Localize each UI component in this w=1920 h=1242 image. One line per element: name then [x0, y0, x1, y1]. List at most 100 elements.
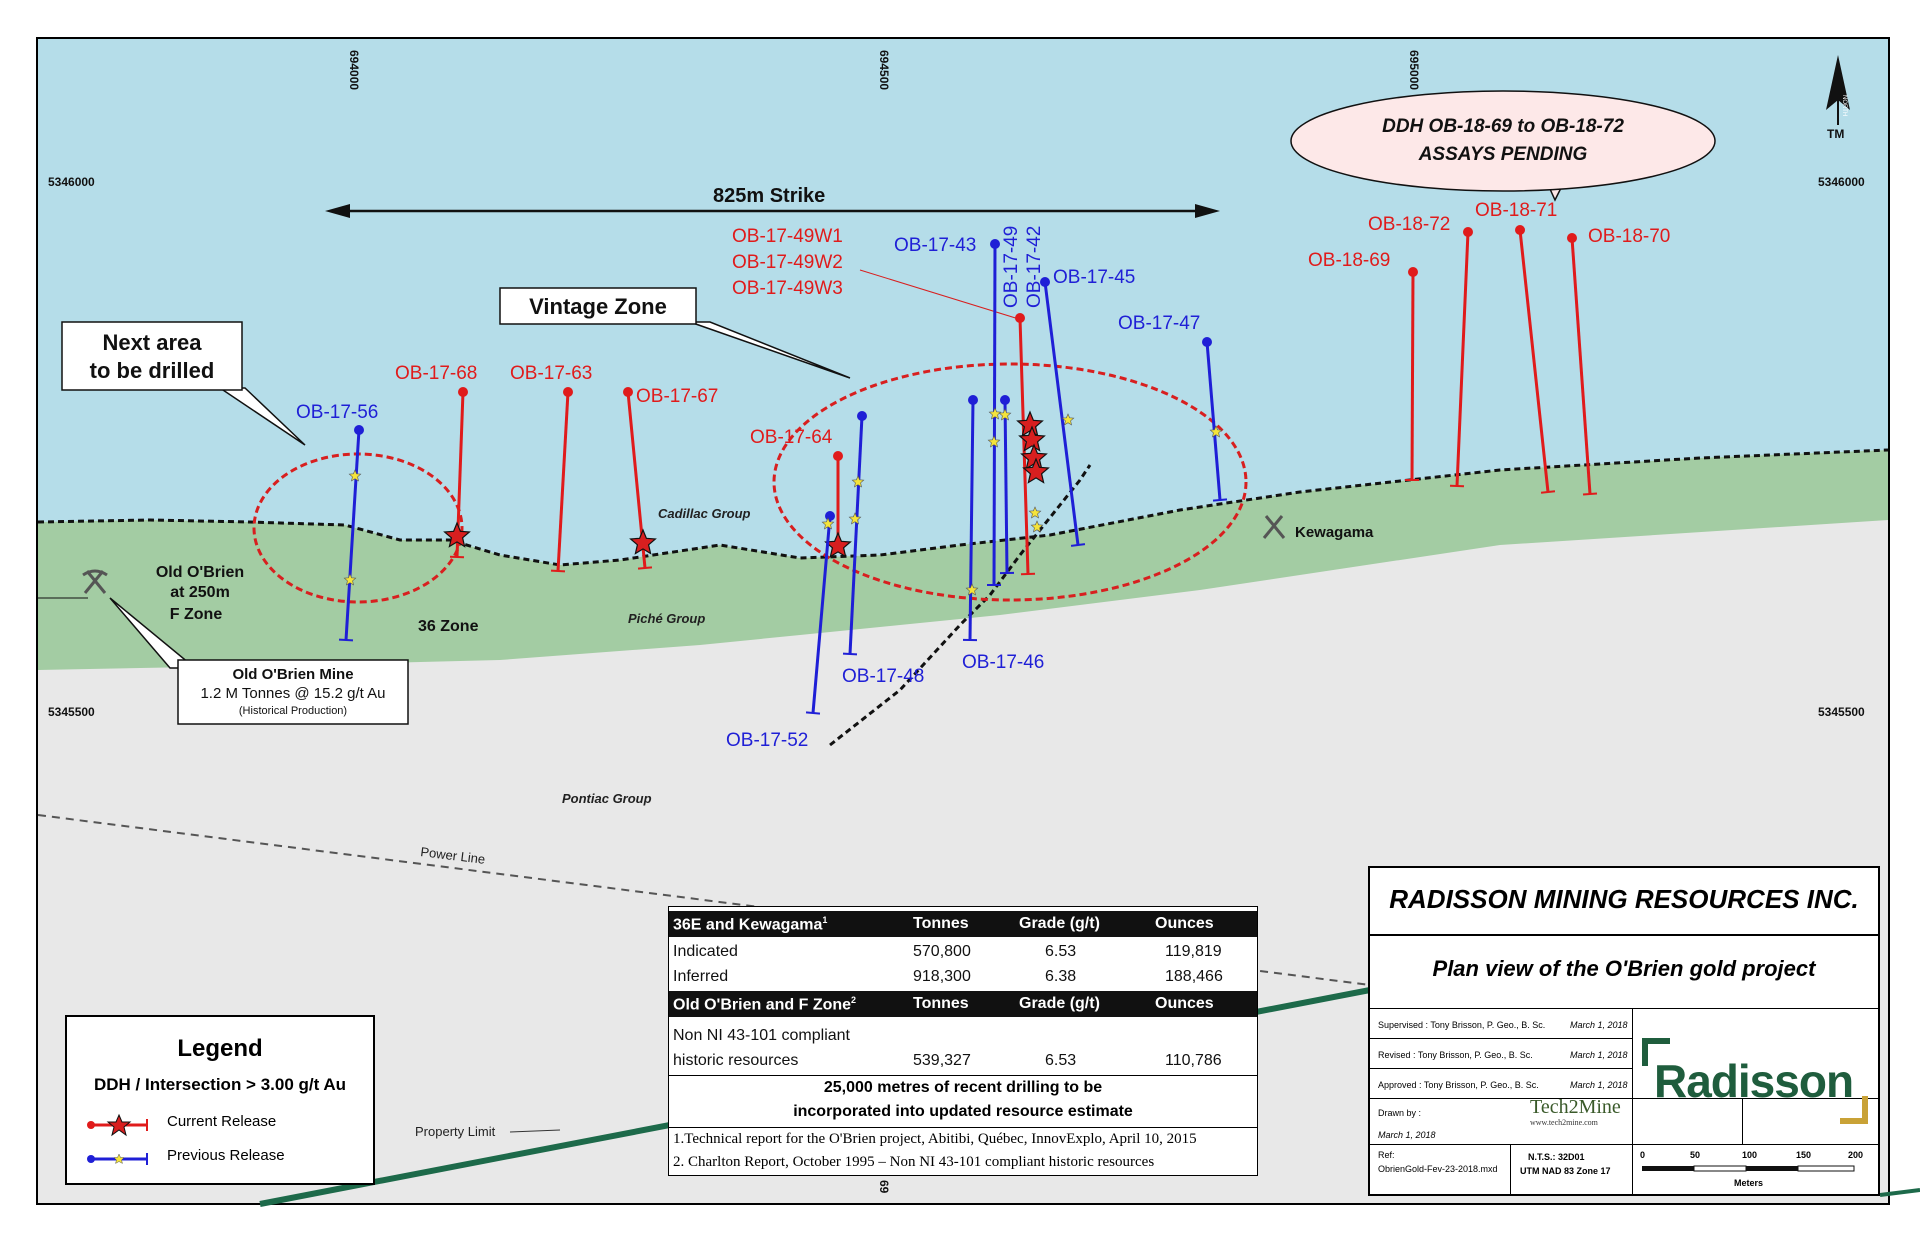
mine-box-line3: (Historical Production) — [239, 705, 347, 717]
hole-label-ob-17-47: OB-17-47 — [1118, 313, 1200, 334]
previous-intersection-star-ob-17-48-1 — [848, 512, 862, 525]
hole-label-ob-17-52: OB-17-52 — [726, 730, 808, 751]
drill-collar-ob-17-56 — [354, 425, 364, 435]
legend-current-label: Current Release — [167, 1113, 277, 1130]
hole-label-ob-17-68: OB-17-68 — [395, 363, 477, 384]
header1-ounces: Ounces — [1155, 915, 1214, 932]
resources-header-1: 36E and Kewagama1 Tonnes Grade (g/t) Oun… — [669, 911, 1257, 937]
drill-hole-ob-17-68 — [443, 387, 471, 559]
property-limit-pointer — [509, 1129, 561, 1133]
header1-group: 36E and Kewagama1 — [673, 915, 828, 934]
drawn-date: March 1, 2018 — [1378, 1130, 1436, 1140]
resources-row-inferred: Inferred 918,300 6.38 188,466 — [673, 968, 1223, 985]
plan-title: Plan view of the O'Brien gold project — [1432, 956, 1816, 981]
hole-label-ob-17-42: OB-17-42 — [1024, 226, 1045, 308]
hole-label-ob-18-70: OB-18-70 — [1588, 226, 1670, 247]
drill-end-ob-17-67 — [637, 566, 653, 570]
legend-current-row: Current Release — [87, 1113, 276, 1141]
property-limit-label: Property Limit — [415, 1124, 496, 1139]
resources-note-2: incorporated into updated resource estim… — [793, 1103, 1133, 1120]
previous-intersection-star-ob-17-56-0 — [348, 469, 362, 482]
mine-box-title: Old O'Brien Mine — [232, 666, 353, 683]
previous-intersection-star-ob-17-43-1 — [987, 435, 1001, 448]
legend-previous-label: Previous Release — [167, 1147, 285, 1164]
approved-date: March 1, 2018 — [1570, 1080, 1628, 1090]
previous-intersection-star-ob-17-56-1 — [343, 573, 357, 586]
drill-collar-ob-18-69 — [1408, 267, 1418, 277]
drill-end-ob-17-63 — [550, 569, 566, 573]
hole-label-ob-17-64: OB-17-64 — [750, 427, 833, 448]
pickaxe-icon — [82, 569, 108, 594]
current-release-symbol — [87, 1113, 148, 1137]
pontiac-group-label: Pontiac Group — [562, 791, 652, 806]
drill-collar-ob-18-70 — [1567, 233, 1577, 243]
current-intersection-star-ob-17-67-0 — [629, 528, 657, 555]
header2-ounces: Ounces — [1155, 995, 1214, 1012]
drill-hole-ob-17-46 — [998, 395, 1015, 575]
header1-grade: Grade (g/t) — [1019, 915, 1100, 932]
pending-line1: DDH OB-18-69 to OB-18-72 — [1382, 116, 1624, 137]
drill-hole-ob-17-56 — [338, 425, 364, 642]
drill-hole-ob-17-48 — [842, 411, 867, 656]
cadillac-group-label: Cadillac Group — [658, 506, 751, 521]
revised-by: Revised : Tony Brisson, P. Geo., B. Sc. — [1378, 1050, 1533, 1060]
drill-collar-ob-17-68 — [458, 387, 468, 397]
drill-end-ob-17-48 — [842, 652, 858, 656]
hole-label-ob-18-72: OB-18-72 — [1368, 214, 1450, 235]
old-obrien-line2: at 250m — [170, 584, 230, 601]
utm-label: UTM NAD 83 Zone 17 — [1520, 1166, 1611, 1176]
hole-label-ob-17-49w3: OB-17-49W3 — [732, 278, 843, 299]
resources-row-historic: historic resources 539,327 6.53 110,786 — [673, 1052, 1222, 1069]
svg-text:50: 50 — [1690, 1150, 1700, 1160]
drill-trace-ob-17-45 — [1205, 341, 1222, 501]
svg-text:Meters: Meters — [1734, 1178, 1763, 1188]
drill-collar-ob-17-64 — [833, 451, 843, 461]
piche-group-label: Piché Group — [628, 611, 705, 626]
svg-text:150: 150 — [1796, 1150, 1811, 1160]
drill-hole-ob-17-52 — [805, 511, 835, 715]
easting-label-bottom: 69 — [877, 1180, 891, 1194]
drill-collar-ob-17-63 — [563, 387, 573, 397]
strike-arrow — [325, 204, 1220, 218]
northing-label-left-top: 5346000 — [48, 175, 95, 189]
strike-label: 825m Strike — [713, 185, 825, 207]
drill-collar-ob-17-49w — [1015, 313, 1025, 323]
drill-hole-ob-18-69 — [1404, 267, 1420, 482]
drill-holes — [338, 225, 1598, 715]
resources-table: 36E and Kewagama1 Tonnes Grade (g/t) Oun… — [668, 906, 1258, 1176]
current-intersection-star-ob-17-68-0 — [443, 521, 471, 548]
drill-collar-ob-17-49 — [968, 395, 978, 405]
next-area-line1: Next area — [102, 330, 202, 355]
supervised-date: March 1, 2018 — [1570, 1020, 1628, 1030]
hole-label-ob-17-45: OB-17-45 — [1053, 267, 1135, 288]
fault-line — [829, 464, 1092, 747]
hole-label-ob-17-56: OB-17-56 — [296, 402, 378, 423]
previous-intersection-star-ob-17-42-2 — [1030, 520, 1044, 533]
pending-line2: ASSAYS PENDING — [1418, 144, 1588, 165]
easting-label-694500: 694500 — [877, 50, 891, 90]
next-area-line2: to be drilled — [90, 358, 215, 383]
easting-label-694000: 694000 — [347, 50, 361, 90]
next-area-callout — [61, 321, 243, 391]
drill-end-ob-18-72 — [1449, 484, 1465, 488]
header2-tonnes: Tonnes — [913, 995, 969, 1012]
header2-grade: Grade (g/t) — [1019, 995, 1100, 1012]
drill-hole-ob-17-49 — [962, 395, 979, 642]
legend-previous-row: Previous Release — [87, 1147, 285, 1175]
drill-hole-ob-18-72 — [1449, 227, 1473, 488]
resources-header-2: Old O'Brien and F Zone2 Tonnes Grade (g/… — [669, 991, 1257, 1017]
drill-hole-ob-17-42 — [1028, 277, 1086, 547]
drawn-by: Drawn by : — [1378, 1108, 1422, 1118]
drill-collar-ob-17-52 — [825, 511, 835, 521]
ref-file: ObrienGold-Fev-23-2018.mxd — [1378, 1164, 1498, 1174]
previous-intersection-star-ob-17-42-0 — [1061, 413, 1075, 426]
drill-hole-ob-18-70 — [1567, 233, 1598, 496]
hole-label-ob-17-49w1: OB-17-49W1 — [732, 226, 843, 247]
drill-hole-ob-17-45 — [1202, 337, 1228, 502]
hole-label-ob-17-63: OB-17-63 — [510, 363, 592, 384]
drill-hole-ob-18-71 — [1515, 225, 1556, 494]
hole-label-ob-17-49w2: OB-17-49W2 — [732, 252, 843, 273]
geological-contact-line — [37, 448, 1889, 567]
legend-box: Legend DDH / Intersection > 3.00 g/t Au … — [65, 1015, 375, 1185]
pending-callout — [1290, 90, 1716, 192]
